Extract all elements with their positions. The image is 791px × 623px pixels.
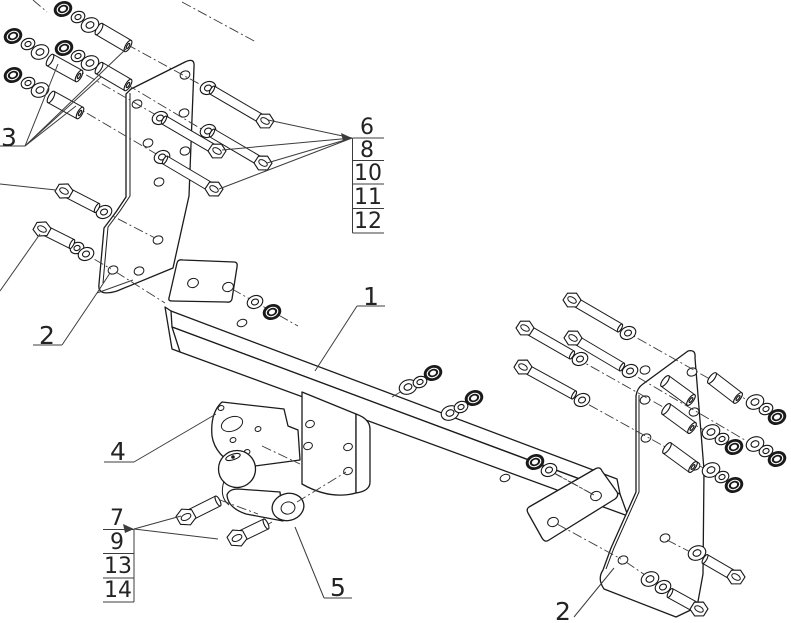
hardware-table-right: 6 8 10 11 12 xyxy=(354,115,382,234)
table-cell: 6 xyxy=(360,115,374,140)
hardware-table-left: 7 9 13 14 xyxy=(104,506,132,603)
table-cell: 10 xyxy=(354,161,382,186)
callout-part-2-right: 2 xyxy=(555,597,571,623)
table-cell: 12 xyxy=(354,209,382,234)
table-cell: 8 xyxy=(360,138,374,163)
callout-part-5: 5 xyxy=(330,573,346,602)
table-cell: 13 xyxy=(104,554,132,579)
callout-part-4: 4 xyxy=(110,437,126,466)
annotations: 3 1 4 5 2 2 6 8 10 11 12 7 9 13 14 xyxy=(1,115,571,623)
table-cell: 14 xyxy=(104,578,132,603)
table-cell: 9 xyxy=(110,530,124,555)
table-cell: 7 xyxy=(110,506,124,531)
table-cell: 11 xyxy=(354,185,382,210)
callout-part-2-left: 2 xyxy=(39,321,55,350)
callout-part-3: 3 xyxy=(1,123,17,152)
callout-part-1: 1 xyxy=(363,282,379,311)
